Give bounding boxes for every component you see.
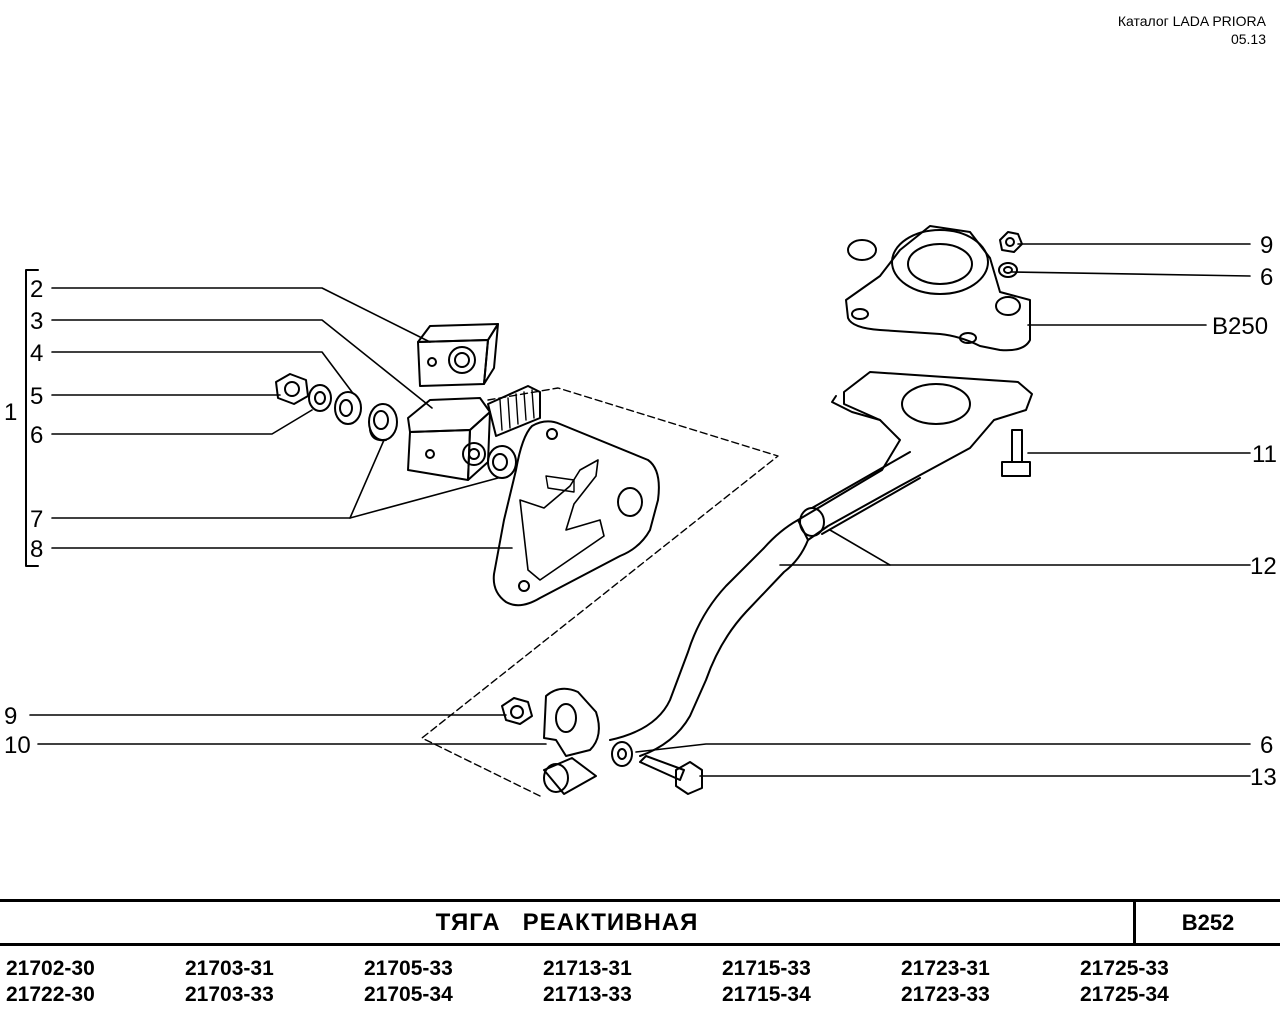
page-code: B252 bbox=[1181, 910, 1235, 935]
model-code: 21702-30 bbox=[6, 957, 95, 980]
part-bushing-lower bbox=[543, 757, 597, 795]
footer-bottom-rule bbox=[0, 943, 1280, 946]
part-nut-upper bbox=[999, 231, 1023, 253]
part-clamp-10 bbox=[543, 687, 600, 757]
part-mounting-plate bbox=[492, 420, 660, 607]
callout-7: 7 bbox=[30, 506, 43, 533]
callout-6-upper: 6 bbox=[1260, 264, 1273, 291]
group-bracket bbox=[25, 269, 39, 567]
part-flat-washer bbox=[334, 391, 362, 425]
dashed-detail-frame bbox=[421, 387, 779, 797]
callout-4: 4 bbox=[30, 340, 43, 367]
catalog-title: Каталог LADA PRIORA bbox=[1117, 13, 1266, 29]
callout-9-upper: 9 bbox=[1260, 232, 1273, 259]
callout-6-lower: 6 bbox=[1260, 732, 1273, 759]
callout-5: 5 bbox=[30, 383, 43, 410]
callout-2: 2 bbox=[30, 276, 43, 303]
callout-9-lower: 9 bbox=[4, 703, 17, 730]
model-code: 21715-34 bbox=[722, 983, 811, 1006]
part-block-cube bbox=[417, 323, 499, 387]
part-bolt-13 bbox=[639, 755, 703, 795]
model-code: 21725-34 bbox=[1080, 983, 1169, 1006]
model-code: 21722-30 bbox=[6, 983, 95, 1006]
model-code: 21713-31 bbox=[543, 957, 632, 980]
callout-13: 13 bbox=[1250, 764, 1277, 791]
catalog-date: 05.13 bbox=[1230, 31, 1266, 47]
callout-b250: B250 bbox=[1212, 313, 1268, 340]
callout-11: 11 bbox=[1252, 441, 1277, 468]
model-code: 21703-31 bbox=[185, 957, 274, 980]
model-code: 21725-33 bbox=[1080, 957, 1169, 980]
title-word-2: РЕАКТИВНАЯ bbox=[522, 909, 699, 936]
part-bolt-11 bbox=[1001, 429, 1031, 477]
footer-top-rule bbox=[0, 899, 1280, 902]
callout-8: 8 bbox=[30, 536, 43, 563]
footer-divider bbox=[1133, 900, 1136, 946]
callout-12: 12 bbox=[1250, 553, 1277, 580]
callout-10: 10 bbox=[4, 732, 31, 759]
part-washer-upper bbox=[998, 262, 1018, 278]
model-code: 21705-34 bbox=[364, 983, 453, 1006]
model-code: 21723-33 bbox=[901, 983, 990, 1006]
part-spring-washer-left bbox=[308, 384, 332, 412]
exploded-parts-diagram: 1 2 3 4 5 6 7 8 9 10 9 6 B250 11 12 6 13 bbox=[4, 225, 1277, 797]
part-rubber-bushing bbox=[368, 403, 398, 442]
callout-1: 1 bbox=[4, 399, 17, 426]
callout-3: 3 bbox=[30, 308, 43, 335]
part-nut-left bbox=[275, 373, 309, 405]
model-code: 21703-33 bbox=[185, 983, 274, 1006]
callout-labels: 1 2 3 4 5 6 7 8 9 10 9 6 B250 11 12 6 13 bbox=[4, 232, 1277, 791]
part-spring-washer-lower bbox=[611, 741, 633, 767]
leader-lines bbox=[29, 243, 1251, 777]
part-bracket-body bbox=[407, 385, 541, 481]
page-title: ТЯГА РЕАКТИВНАЯ bbox=[0, 903, 1134, 943]
part-reaction-rod bbox=[609, 371, 1033, 757]
model-code: 21713-33 bbox=[543, 983, 632, 1006]
model-code: 21715-33 bbox=[722, 957, 811, 980]
model-code: 21723-31 bbox=[901, 957, 990, 980]
catalog-header: Каталог LADA PRIORA 05.13 bbox=[1118, 12, 1266, 48]
model-list: 21702-30 21703-31 21705-33 21713-31 2171… bbox=[6, 957, 1280, 1007]
part-support-b250 bbox=[845, 225, 1031, 352]
model-code: 21705-33 bbox=[364, 957, 453, 980]
title-word-1: ТЯГА bbox=[435, 909, 501, 936]
callout-6-left: 6 bbox=[30, 422, 43, 449]
part-nut-lower bbox=[501, 697, 533, 725]
